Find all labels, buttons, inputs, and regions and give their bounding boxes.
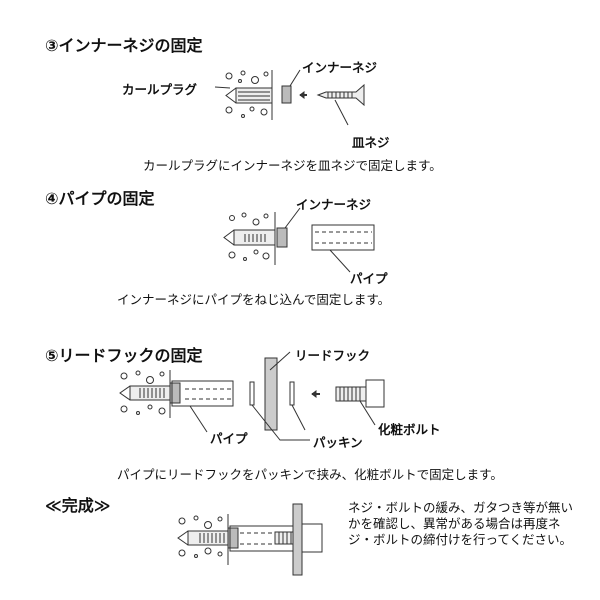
label-plug: カールプラグ [122, 82, 198, 97]
step4-diagram [223, 207, 375, 273]
label-pipe: パイプ [210, 431, 248, 446]
step3-caption: カールプラグにインナーネジを皿ネジで固定します。 [143, 158, 442, 173]
label-pipe: パイプ [350, 271, 388, 286]
label-packing: パッキン [313, 435, 363, 450]
step5-caption: パイプにリードフックをパッキンで挟み、化粧ボルトで固定します。 [117, 467, 503, 482]
step4-title: ④パイプの固定 [45, 189, 155, 208]
label-inner-screw: インナーネジ [296, 197, 372, 212]
step4-caption: インナーネジにパイプをねじ込んで固定します。 [117, 292, 391, 307]
step3-diagram [214, 69, 365, 126]
label-flat-screw: 皿ネジ [352, 135, 390, 150]
step5-diagram [119, 351, 385, 441]
label-bolt: 化粧ボルト [378, 422, 441, 437]
complete-diagram [177, 503, 323, 576]
complete-title: ≪完成≫ [45, 496, 111, 515]
step3-title: ③インナーネジの固定 [45, 36, 203, 55]
label-reed-hook: リードフック [295, 348, 371, 363]
complete-note: ネジ・ボルトの緩み、ガタつき等が無いかを確認し、異常がある場合は再度ネジ・ボルト… [348, 500, 574, 547]
step5-title: ⑤リードフックの固定 [45, 346, 203, 365]
label-inner-screw: インナーネジ [302, 60, 378, 75]
